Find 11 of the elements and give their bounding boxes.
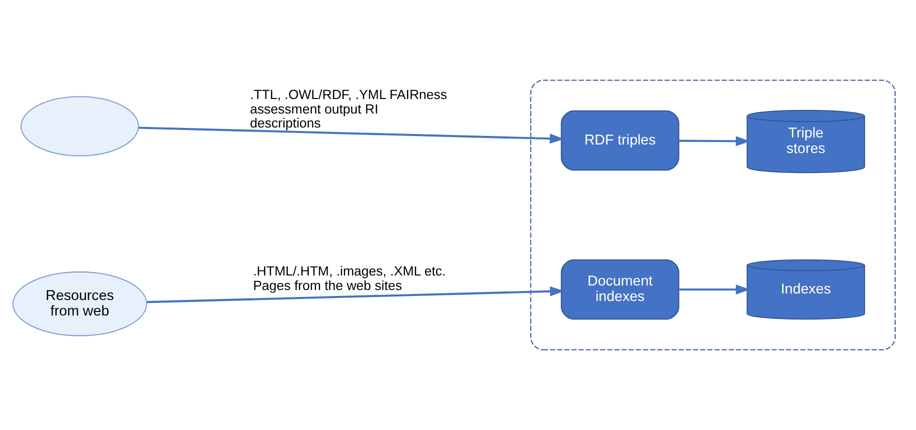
edge-label: .HTML/.HTM, .images, .XML etc. Pages from the web sites: [253, 264, 446, 293]
node-box: RDF triples: [560, 110, 680, 171]
arrow: [138, 126, 564, 144]
edge-label: .TTL, .OWL/RDF, .YML FAIRness assessment output RI descriptions: [250, 87, 448, 131]
node-cloud: [20, 96, 139, 156]
node-ellipse: Resources from web: [12, 271, 148, 336]
arrow: [679, 284, 750, 295]
arrow: [679, 136, 750, 146]
cluster: [530, 80, 896, 350]
node-box: Document indexes: [560, 259, 680, 320]
arrow: [147, 286, 564, 304]
